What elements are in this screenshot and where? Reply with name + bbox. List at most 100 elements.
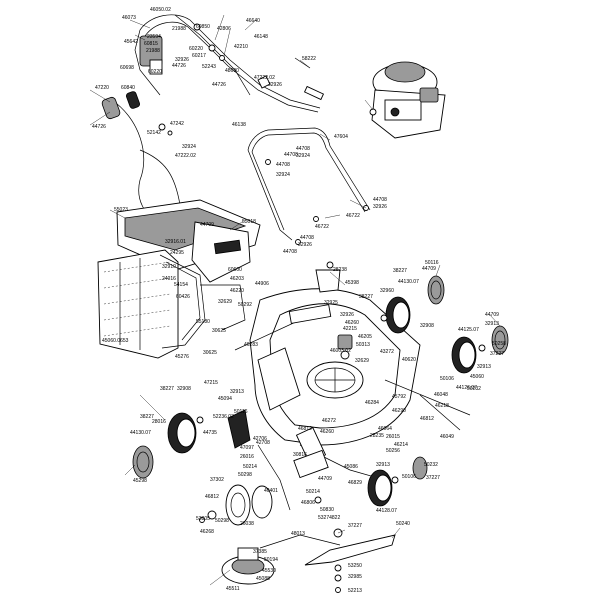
part-number-label: 46272 (322, 418, 336, 424)
part-number-label: 44726 (212, 82, 226, 88)
part-number-label: 46806 (301, 500, 315, 506)
part-number-label: 46050.02 (150, 7, 171, 13)
part-number-label: 58222 (302, 56, 316, 62)
part-number-label: 46049 (440, 434, 454, 440)
part-number-label: 46268 (200, 529, 214, 535)
part-number-label: 50313 (356, 342, 370, 348)
part-number-label: 44130.07 (398, 279, 419, 285)
part-number-label: 44906 (255, 281, 269, 287)
part-number-label: 44125.07 (458, 327, 479, 333)
part-number-label: 32913 (230, 389, 244, 395)
part-number-label: 50194 (264, 557, 278, 563)
part-number-label: 45792 (392, 394, 406, 400)
mower-deck (234, 261, 471, 481)
part-number-label: 46640 (246, 18, 260, 24)
part-number-label: 45060 (470, 374, 484, 380)
part-number-label: 46812 (420, 416, 434, 422)
part-number-label: 46220 (230, 288, 244, 294)
part-number-label: 46205 (358, 334, 372, 340)
part-number-label: 44735 (203, 430, 217, 436)
part-number-label: 50258 (492, 341, 506, 347)
part-number-label: 50214 (306, 489, 320, 495)
part-number-label: 24016 (162, 276, 176, 282)
part-number-label: 46812 (205, 494, 219, 500)
part-number-label: 44709 (422, 266, 436, 272)
part-number-label: 44708 (296, 146, 310, 152)
part-number-label: 21988 (146, 48, 160, 54)
part-number-label: 45398 (345, 280, 359, 286)
part-number-label: 45086 (344, 464, 358, 470)
rear-right-wheel-2 (451, 325, 509, 374)
part-number-label: 32913 (376, 462, 390, 468)
part-number-label: 60217 (192, 53, 206, 59)
part-number-label: 44708 (283, 249, 297, 255)
engine (369, 61, 446, 139)
part-number-label: 50292 (238, 302, 252, 308)
part-number-label: 50298 (238, 472, 252, 478)
blade-assembly (221, 528, 396, 593)
part-number-label: 45530 (262, 568, 276, 574)
part-number-label: 47242 (170, 121, 184, 127)
part-number-label: 46064 (378, 426, 392, 432)
part-number-label: 50240 (396, 521, 410, 527)
part-number-label: 52243 (202, 64, 216, 70)
part-number-label: 46260 (345, 320, 359, 326)
part-number-label: 50298 (215, 518, 229, 524)
part-number-label: 46138 (232, 122, 246, 128)
part-number-label: 60426 (176, 294, 190, 300)
part-number-label: 32926 (175, 57, 189, 63)
part-number-label: 46812 (298, 426, 312, 432)
part-number-label: 38227 (160, 386, 174, 392)
part-number-label: 55023 (114, 207, 128, 213)
part-number-label: 40401 (264, 488, 278, 494)
part-number-label: 44709 (318, 476, 332, 482)
part-number-label: 37227 (426, 475, 440, 481)
part-number-label: 32924 (296, 153, 310, 159)
part-number-label: 38227 (359, 294, 373, 300)
part-number-label: 42210 (234, 44, 248, 50)
part-number-label: 44128.07 (376, 508, 397, 514)
part-number-label: 24295 (170, 250, 184, 256)
part-number-labels: 46050.02 46073 21988 45642 23594 60850 6… (92, 7, 506, 594)
part-number-label: 42806 (217, 26, 231, 32)
part-number-label: 47097 (240, 445, 254, 451)
part-number-label: 44726 (92, 124, 106, 130)
part-number-label: 60220 (189, 46, 203, 52)
part-number-label: 43272 (380, 349, 394, 355)
part-number-label: 32908 (177, 386, 191, 392)
part-number-label: 28235 (370, 433, 384, 439)
part-number-label: 40620 (402, 357, 416, 363)
part-number-label: 46203 (230, 276, 244, 282)
part-number-label: 45094 (218, 396, 232, 402)
part-number-label: 47220 (95, 85, 109, 91)
part-number-label: 32629 (218, 299, 232, 305)
part-number-label: 50214 (243, 464, 257, 470)
rear-right-wheel (380, 275, 445, 334)
part-number-label: 32924 (276, 172, 290, 178)
part-number-label: 32913 (477, 364, 491, 370)
part-number-label: 32926 (298, 242, 312, 248)
part-number-label: 30625 (203, 350, 217, 356)
part-number-label: 60850 (196, 24, 210, 30)
handle-grip (101, 91, 173, 136)
part-number-label: 52236.02 (213, 414, 234, 420)
part-number-label: 52213 (348, 588, 362, 594)
part-number-label: 46003.02 (330, 348, 351, 354)
part-number-label: 37227 (490, 351, 504, 357)
part-number-label: 28016 (152, 419, 166, 425)
part-number-label: 50232 (424, 462, 438, 468)
part-number-label: 52142 (147, 130, 161, 136)
part-number-label: 32910 (162, 264, 176, 270)
part-number-label: 38227 (393, 268, 407, 274)
part-number-label: 44126.07 (456, 385, 477, 391)
part-number-label: 50116 (425, 260, 439, 266)
part-number-label: 50106 (402, 474, 416, 480)
part-number-label: 46048 (434, 392, 448, 398)
part-number-label: 45642 (124, 39, 138, 45)
part-number-label: 46829 (348, 480, 362, 486)
part-number-label: 46290 (392, 408, 406, 414)
part-number-label: 46283 (244, 342, 258, 348)
part-number-label: 50232 (467, 386, 481, 392)
part-number-label: 47222.02 (254, 75, 275, 81)
